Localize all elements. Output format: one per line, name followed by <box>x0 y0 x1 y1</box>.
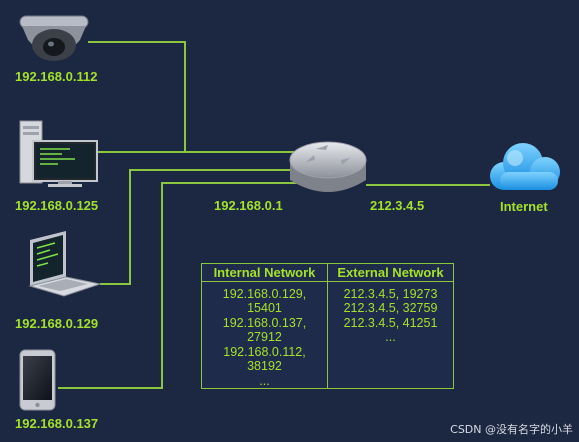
external-network-header: External Network <box>337 264 444 280</box>
camera-link <box>88 41 295 153</box>
internal-entry: 192.168.0.137, 27912 <box>222 315 307 345</box>
external-entry: 212.3.4.5, 41251 <box>343 315 438 330</box>
router-ip-label: 192.168.0.1 <box>214 198 283 213</box>
external-entry: ... <box>385 330 396 344</box>
internal-column: 192.168.0.129, 15401 192.168.0.137, 2791… <box>202 281 328 388</box>
laptop-ip-label: 192.168.0.129 <box>15 316 99 331</box>
connection-lines <box>58 41 490 389</box>
desktop-ip-label: 192.168.0.125 <box>15 198 99 213</box>
router-icon <box>289 141 367 192</box>
camera-ip-label: 192.168.0.112 <box>15 69 98 84</box>
internal-entry: 192.168.0.112, 38192 <box>223 344 306 374</box>
nat-table-header: Internal Network External Network <box>202 264 453 282</box>
nat-table: Internal Network External Network 192.16… <box>201 263 454 389</box>
security-camera-icon <box>19 15 89 61</box>
phone-link <box>58 182 300 389</box>
public-ip-label: 212.3.4.5 <box>370 198 425 213</box>
nat-table-body: 192.168.0.129, 15401 192.168.0.137, 2791… <box>202 281 453 389</box>
internal-entry: ... <box>259 373 270 388</box>
external-entry: 212.3.4.5, 19273 <box>343 286 438 301</box>
cloud-icon <box>490 143 560 190</box>
phone-ip-label: 192.168.0.137 <box>15 416 99 431</box>
watermark: CSDN @没有名字的小羊 <box>450 423 573 436</box>
external-entry: 212.3.4.5, 32759 <box>343 301 438 315</box>
internet-label: Internet <box>500 199 548 214</box>
desktop-computer-icon <box>19 120 98 187</box>
internal-network-header: Internal Network <box>202 264 328 281</box>
internal-entry: 192.168.0.129, 15401 <box>222 286 307 316</box>
laptop-icon <box>28 231 102 297</box>
external-column: 212.3.4.5, 19273 212.3.4.5, 32759 212.3.… <box>328 282 453 389</box>
smartphone-icon <box>19 349 56 411</box>
laptop-link <box>100 169 295 285</box>
